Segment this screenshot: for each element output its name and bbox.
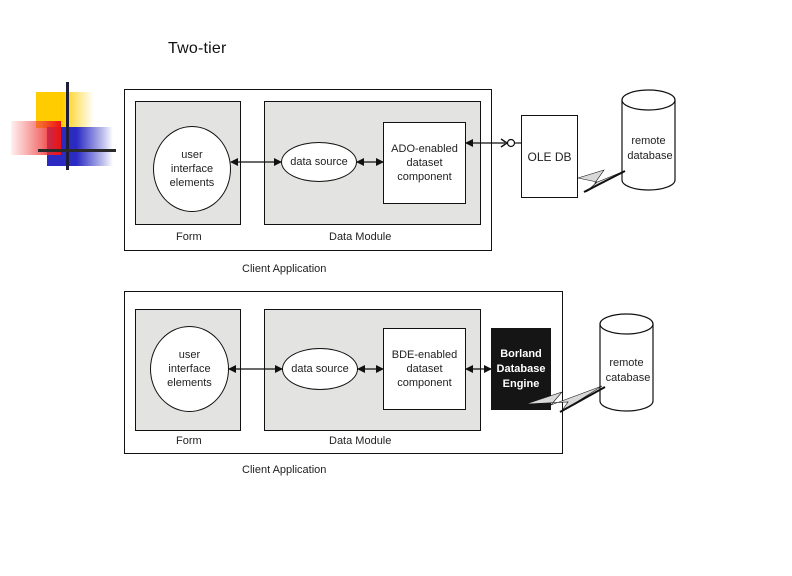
lightning-edge-ado	[583, 170, 626, 193]
remote-database-cylinder-ado	[621, 89, 676, 191]
remote-database-label-bde: remote catabase	[606, 357, 651, 384]
decorative-logo	[0, 0, 130, 180]
db-label-line-2: database	[627, 150, 672, 162]
borland-database-engine-label: Borland Database Engine	[496, 347, 546, 390]
user-interface-elements-label: user interface elements	[167, 349, 212, 389]
data-source-label: data source	[290, 156, 348, 168]
logo-vertical-line	[66, 82, 69, 170]
client-application-label-ado: Client Application	[242, 263, 327, 275]
slide-title: Two-tier	[168, 40, 227, 57]
dataset-component-label: BDE-enabled dataset component	[391, 349, 458, 389]
user-interface-elements-bde: user interface elements	[150, 326, 229, 412]
lightning-bolt-bde	[525, 385, 603, 413]
user-interface-elements-label: user interface elements	[169, 149, 215, 189]
data-module-label-ado: Data Module	[329, 231, 392, 243]
remote-database-label-ado: remote database	[627, 135, 672, 162]
ole-db-connector-plug-icon	[500, 138, 521, 148]
db-label-line-1: remote	[631, 135, 665, 147]
user-interface-elements-ado: user interface elements	[153, 126, 231, 212]
ole-db-box: OLE DB	[521, 115, 578, 198]
form-label-ado: Form	[176, 231, 202, 243]
data-module-label-bde: Data Module	[329, 435, 392, 447]
db-label-line-2: catabase	[606, 372, 651, 384]
client-application-label-bde: Client Application	[242, 464, 327, 476]
lightning-bolt-ado	[576, 169, 623, 193]
form-label-bde: Form	[176, 435, 202, 447]
db-label-line-1: remote	[609, 357, 643, 369]
dataset-component-label: ADO-enabled dataset component	[391, 143, 458, 183]
logo-horizontal-line	[38, 149, 116, 152]
lightning-edge-bde	[559, 386, 606, 413]
dataset-component-ado: ADO-enabled dataset component	[383, 122, 466, 204]
data-source-label: data source	[291, 363, 349, 375]
data-source-bde: data source	[282, 348, 358, 390]
remote-database-cylinder-bde	[599, 313, 654, 412]
borland-database-engine-box: Borland Database Engine	[491, 328, 551, 410]
ole-db-label: OLE DB	[527, 149, 572, 164]
